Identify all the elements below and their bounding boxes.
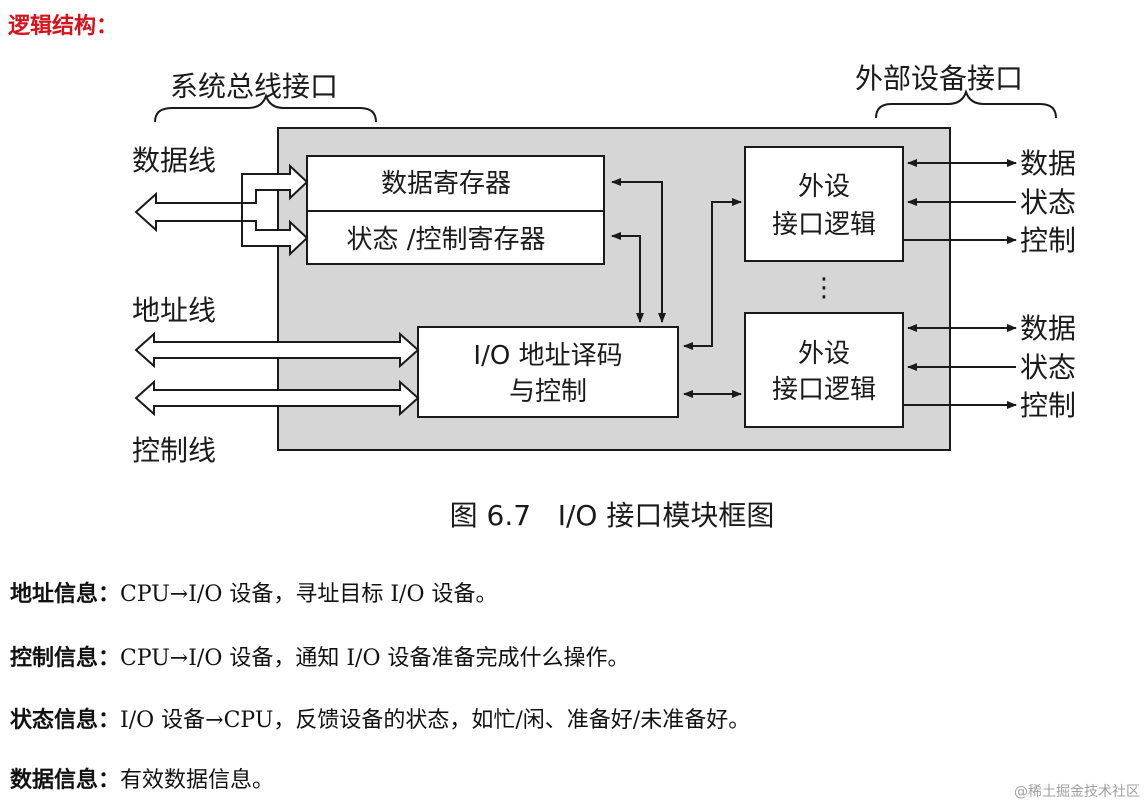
ext-status-label-1: 状态 [1020,186,1076,219]
info-line-control: 控制信息：CPU→I/O 设备，通知 I/O 设备准备完成什么操作。 [10,640,630,672]
peripheral-logic-2-line2: 接口逻辑 [772,375,876,405]
watermark: @稀土掘金技术社区 [1014,784,1140,800]
peripheral-logic-2-line1: 外设 [798,339,850,369]
peripheral-logic-1-line1: 外设 [798,172,850,202]
section-heading: 逻辑结构： [8,14,119,39]
data-register-label: 数据寄存器 [381,169,511,199]
data-line-label: 数据线 [132,144,216,177]
ext-data-label-1: 数据 [1020,147,1076,180]
io-decode-box [417,326,679,418]
io-decode-label-2: 与控制 [509,377,587,407]
figure-caption: 图 6.7 I/O 接口模块框图 [450,499,775,532]
ext-control-label-1: 控制 [1020,224,1076,257]
address-line-label: 地址线 [132,294,216,327]
info-text: CPU→I/O 设备，通知 I/O 设备准备完成什么操作。 [120,646,630,671]
info-label: 地址信息： [10,582,121,607]
info-label: 控制信息： [10,646,121,671]
control-line-label: 控制线 [132,434,216,467]
io-decode-label-1: I/O 地址译码 [473,341,622,371]
info-label: 状态信息： [10,708,121,733]
address-bus-arrow [134,331,420,369]
info-line-data: 数据信息：有效数据信息。 [10,762,274,794]
control-bus-arrow [134,379,420,417]
info-label: 数据信息： [10,768,121,793]
status-register-decode-link [611,232,644,323]
external-device-interface-label: 外部设备接口 [855,62,1023,95]
decode-peripheral-1-link [683,198,742,350]
info-text: CPU→I/O 设备，寻址目标 I/O 设备。 [120,582,498,607]
data-bus-arrow [134,191,243,233]
external-device-brace [875,88,1057,119]
ext-status-label-2: 状态 [1020,351,1076,384]
info-line-status: 状态信息：I/O 设备→CPU，反馈设备的状态，如忙/闲、准备好/未准备好。 [10,702,750,734]
peripheral-logic-1-line2: 接口逻辑 [772,210,876,240]
ext-control-label-2: 控制 [1020,389,1076,422]
data-register-decode-link [611,178,666,323]
info-line-address: 地址信息：CPU→I/O 设备，寻址目标 I/O 设备。 [10,576,498,608]
info-text: I/O 设备→CPU，反馈设备的状态，如忙/闲、准备好/未准备好。 [120,708,751,733]
peripheral-logic-box-1 [744,146,904,262]
more-peripherals-dots: ⋮ [811,273,837,303]
system-bus-interface-label: 系统总线接口 [170,70,338,103]
data-to-data-register [241,163,309,204]
info-text: 有效数据信息。 [120,768,275,793]
io-interface-block-diagram: 系统总线接口 外部设备接口 数据线 地址线 控制线 数据寄存器 状态 /控制寄存… [132,62,1076,532]
data-to-status-register [241,219,309,257]
status-control-register-label: 状态 /控制寄存器 [346,225,545,255]
ext-data-label-2: 数据 [1020,312,1076,345]
system-bus-brace [154,92,377,123]
peripheral-logic-box-2 [744,312,904,428]
